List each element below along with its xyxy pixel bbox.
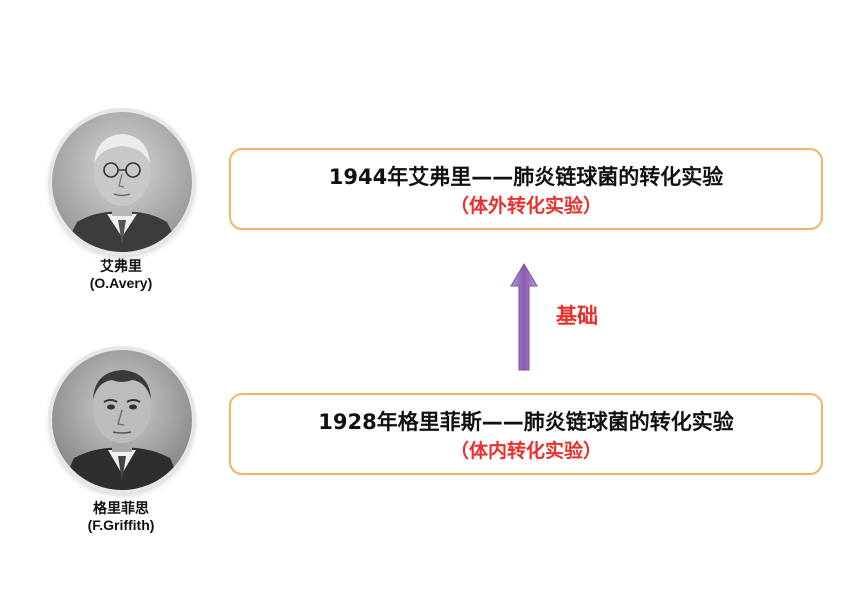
avery-portrait-icon — [52, 112, 192, 252]
griffith-caption: 格里菲思 (F.Griffith) — [46, 500, 196, 534]
griffith-name: 格里菲思 — [93, 500, 149, 516]
griffith-experiment-subtitle: （体内转化实验） — [449, 440, 602, 462]
avery-experiment-subtitle: （体外转化实验） — [449, 195, 602, 217]
avery-portrait-image — [52, 112, 192, 252]
avery-latin-name: (O.Avery) — [89, 275, 153, 291]
up-arrow-icon — [510, 263, 538, 371]
griffith-portrait-icon — [52, 350, 192, 490]
griffith-portrait-image — [52, 350, 192, 490]
avery-name: 艾弗里 — [100, 258, 142, 274]
basis-label: 基础 — [556, 304, 598, 328]
griffith-latin-name: (F.Griffith) — [87, 517, 155, 533]
griffith-experiment-title: 1928年格里菲斯——肺炎链球菌的转化实验 — [318, 410, 734, 434]
griffith-experiment-box: 1928年格里菲斯——肺炎链球菌的转化实验 （体内转化实验） — [229, 393, 823, 475]
avery-experiment-title: 1944年艾弗里——肺炎链球菌的转化实验 — [328, 165, 724, 189]
avery-experiment-box: 1944年艾弗里——肺炎链球菌的转化实验 （体外转化实验） — [229, 148, 823, 230]
avery-caption: 艾弗里 (O.Avery) — [46, 258, 196, 292]
